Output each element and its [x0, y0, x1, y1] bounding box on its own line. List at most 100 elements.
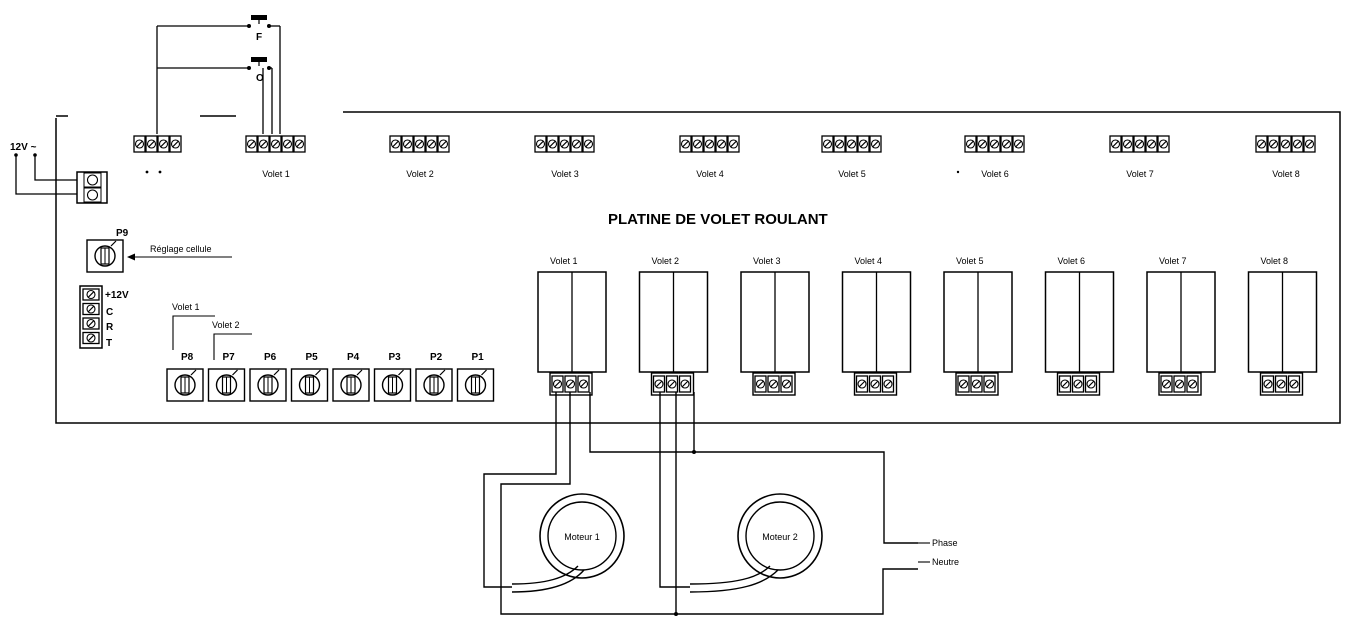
pot-body: [290, 368, 329, 402]
screw-terminal: [1145, 135, 1158, 153]
adjust-pot[interactable]: P6: [249, 352, 287, 402]
switch-f-label: F: [256, 32, 262, 43]
screw-terminal: [703, 135, 716, 153]
screw-terminal: [401, 135, 414, 153]
switch-o[interactable]: O: [247, 57, 271, 84]
pot-body: [207, 368, 246, 402]
screw-terminal: [82, 317, 100, 330]
neutral-label: Neutre: [932, 557, 959, 567]
screw-terminal: [1071, 375, 1085, 393]
screw-terminal: [1255, 135, 1268, 153]
screw-terminal: [1186, 375, 1199, 393]
pot-body: [415, 368, 453, 402]
screw-terminal: [293, 135, 306, 153]
screw-terminal: [1303, 135, 1316, 153]
relay-label: Volet 2: [652, 256, 680, 266]
adjust-pot[interactable]: P3: [373, 352, 412, 402]
screw-terminal: [1058, 375, 1072, 393]
relay-volet-5: Volet 5: [943, 256, 1013, 396]
screw-terminal: [570, 135, 583, 153]
adjust-pot[interactable]: P4: [332, 352, 370, 402]
screw-terminal: [983, 375, 996, 393]
screw-terminal: [988, 135, 1001, 153]
switch-o-label: O: [256, 73, 264, 84]
screw-terminal: [1291, 135, 1304, 153]
adjust-pot[interactable]: P7: [207, 352, 246, 402]
top-terminal-block: Volet 1: [245, 135, 306, 179]
screw-terminal: [1157, 135, 1170, 153]
relay-output-terminal: [650, 372, 695, 396]
adjust-pot[interactable]: P2: [415, 352, 453, 402]
screw-terminal: [1287, 375, 1301, 393]
top-terminal-label: Volet 6: [981, 169, 1009, 179]
relay-volet-3: Volet 3: [740, 256, 810, 396]
screw-terminal: [1012, 135, 1025, 153]
top-terminal-label: Volet 2: [406, 169, 434, 179]
relay-label: Volet 3: [753, 256, 781, 266]
relay-label: Volet 8: [1261, 256, 1289, 266]
sensor-label-12v: +12V: [105, 290, 129, 301]
adjust-pot[interactable]: P8: [166, 352, 204, 402]
pot-label: P6: [264, 352, 277, 363]
screw-terminal: [145, 135, 158, 153]
screw-terminal: [1261, 375, 1275, 393]
screw-terminal: [1084, 375, 1098, 393]
relay-output-terminal: [1056, 372, 1101, 396]
screw-terminal: [868, 375, 882, 393]
top-terminal-block: Volet 3: [534, 135, 595, 179]
top-terminal-block: Volet 2: [389, 135, 450, 179]
top-terminal-label: Volet 8: [1272, 169, 1300, 179]
relay-output-terminal: [1259, 372, 1304, 396]
screw-terminal: [678, 375, 692, 393]
sensor-label-c: C: [106, 307, 113, 318]
screw-terminal: [564, 375, 577, 393]
adjust-pot[interactable]: P1: [456, 352, 495, 402]
top-terminal-block: Volet 6: [964, 135, 1025, 179]
screw-terminal: [652, 375, 666, 393]
screw-terminal: [754, 375, 767, 393]
relay-label: Volet 4: [855, 256, 883, 266]
relay-output-terminal: [955, 372, 999, 396]
switch-f[interactable]: F: [247, 15, 271, 43]
screw-terminal: [82, 302, 100, 316]
cell-pot[interactable]: P9 Réglage cellule: [86, 228, 232, 273]
top-terminal-block: Volet 4: [679, 135, 740, 179]
pot-label: P8: [181, 352, 194, 363]
cell-pot-label: P9: [116, 228, 129, 239]
screw-terminal: [821, 135, 834, 153]
screw-terminal: [691, 135, 704, 153]
motor-2-label: Moteur 2: [762, 532, 798, 542]
top-terminal-label: Volet 5: [838, 169, 866, 179]
screw-terminal: [1279, 135, 1292, 153]
top-terminal-block: [133, 135, 182, 153]
motor-wiring: [483, 392, 918, 615]
screw-terminal: [1274, 375, 1288, 393]
screw-terminal: [157, 135, 170, 153]
pot-label: P3: [389, 352, 402, 363]
screw-terminal: [1173, 375, 1186, 393]
screw-terminal: [780, 375, 793, 393]
top-terminal-label: Volet 3: [551, 169, 579, 179]
pot-callouts: Volet 1 Volet 2: [172, 302, 252, 360]
relay-label: Volet 5: [956, 256, 984, 266]
relay-label: Volet 6: [1058, 256, 1086, 266]
pot-label: P1: [472, 352, 485, 363]
pot-callout-volet1: Volet 1: [172, 302, 200, 312]
screw-terminal: [245, 135, 258, 153]
screw-terminal: [1109, 135, 1122, 153]
screw-terminal: [577, 375, 590, 393]
screw-terminal: [169, 135, 182, 153]
relay-volet-8: Volet 8: [1247, 256, 1318, 396]
top-terminal-label: Volet 4: [696, 169, 724, 179]
screw-terminal: [1133, 135, 1146, 153]
relay-volet-7: Volet 7: [1146, 256, 1216, 396]
pot-body: [166, 368, 204, 402]
pot-label: P5: [306, 352, 319, 363]
screw-terminal: [534, 135, 547, 153]
adjust-pot[interactable]: P5: [290, 352, 329, 402]
screw-terminal: [970, 375, 983, 393]
relay-volet-1: Volet 1: [537, 256, 607, 396]
screw-terminal: [976, 135, 989, 153]
board-title: PLATINE DE VOLET ROULANT: [608, 211, 828, 228]
